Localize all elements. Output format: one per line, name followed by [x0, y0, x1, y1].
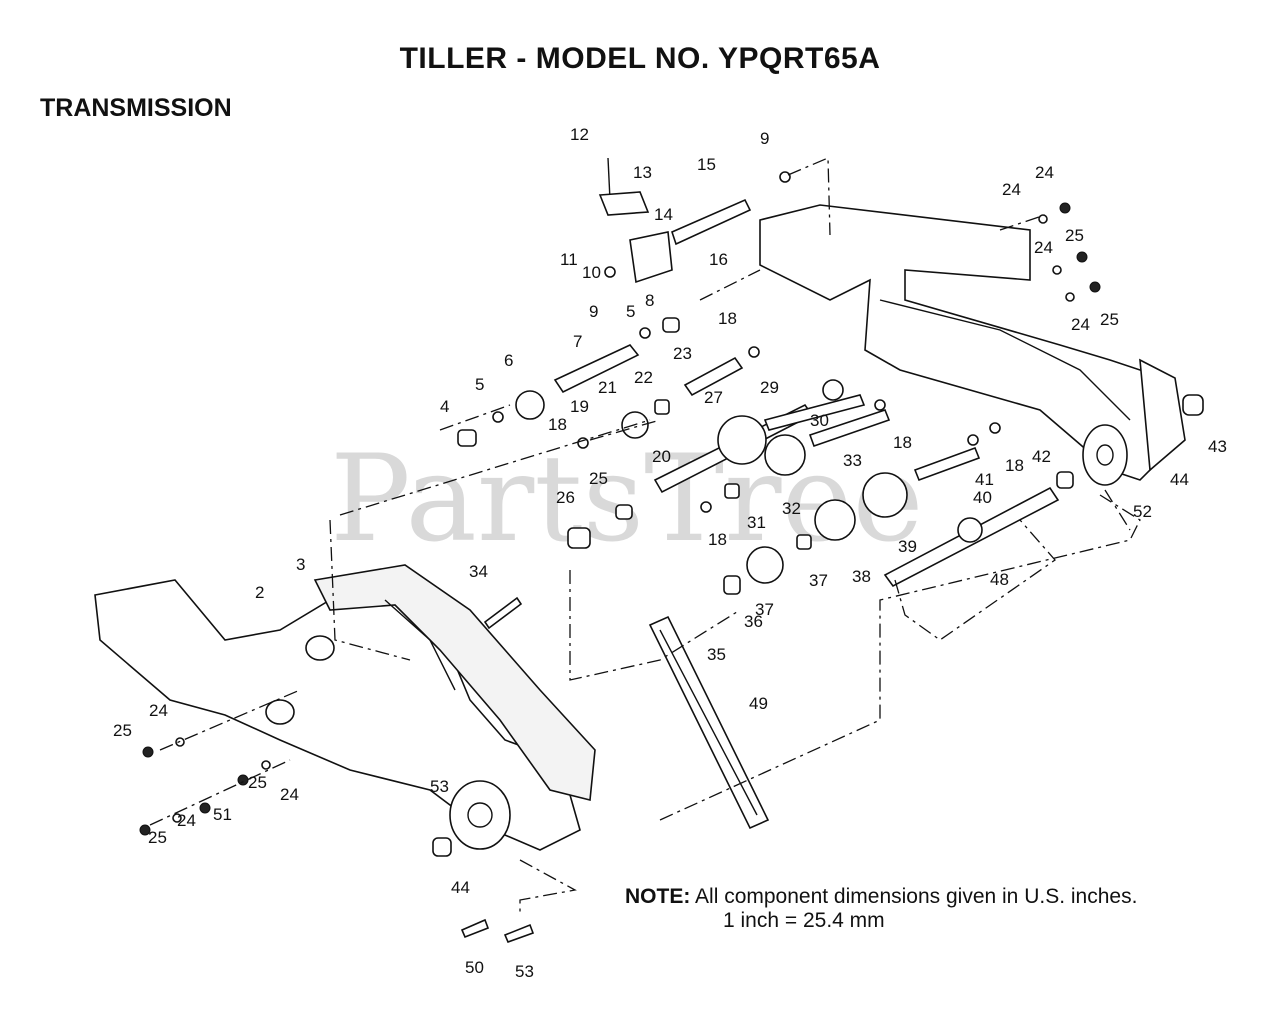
- shafts-and-gears: [432, 317, 1204, 857]
- callout: 53: [515, 962, 534, 981]
- callout: 50: [465, 958, 484, 977]
- callout: 44: [1170, 470, 1189, 489]
- callout: 16: [709, 250, 728, 269]
- callout: 34: [469, 562, 488, 581]
- callout: 39: [898, 537, 917, 556]
- callout: 44: [451, 878, 470, 897]
- callout: 24: [280, 785, 299, 804]
- right-housing-half: [759, 204, 1186, 486]
- callout: 10: [582, 263, 601, 282]
- callout: 5: [626, 302, 635, 321]
- callout: 20: [652, 447, 671, 466]
- callout: 25: [589, 469, 608, 488]
- section-heading: TRANSMISSION: [40, 94, 232, 122]
- callout: 40: [973, 488, 992, 507]
- callout: 25: [1100, 310, 1119, 329]
- callout: 30: [810, 411, 829, 430]
- shift-lever-assembly: [598, 157, 791, 284]
- callout: 49: [749, 694, 768, 713]
- callout: 41: [975, 470, 994, 489]
- callout: 2: [255, 583, 264, 602]
- callout: 22: [634, 368, 653, 387]
- callout: 25: [1065, 226, 1084, 245]
- callout: 43: [1208, 437, 1227, 456]
- callout: 9: [589, 302, 598, 321]
- callout: 26: [556, 488, 575, 507]
- callout: 24: [177, 811, 196, 830]
- callout: 6: [504, 351, 513, 370]
- callout: 31: [747, 513, 766, 532]
- callout: 12: [570, 125, 589, 144]
- callout: 8: [645, 291, 654, 310]
- callout: 24: [149, 701, 168, 720]
- callout: 15: [697, 155, 716, 174]
- note-label: NOTE:: [625, 885, 691, 908]
- callout: 11: [560, 250, 578, 269]
- callout: 33: [843, 451, 862, 470]
- callout: 35: [707, 645, 726, 664]
- callout: 7: [573, 332, 582, 351]
- assembly-lines: [149, 157, 1141, 915]
- callout: 24: [1035, 163, 1054, 182]
- callout: 36: [744, 612, 763, 631]
- callout: 42: [1032, 447, 1051, 466]
- callout: 23: [673, 344, 692, 363]
- callout: 51: [213, 805, 232, 824]
- callout: 21: [598, 378, 617, 397]
- note-line-2: 1 inch = 25.4 mm: [723, 909, 885, 932]
- note-block: NOTE: All component dimensions given in …: [625, 885, 1137, 933]
- callout-numbers: 2 3 4 5 5 6 7 8 9 9 10 11 12 13 14 15 16…: [113, 125, 1227, 981]
- callout: 37: [809, 571, 828, 590]
- callout: 32: [782, 499, 801, 518]
- callout: 19: [570, 397, 589, 416]
- callout: 24: [1002, 180, 1021, 199]
- left-housing-half: [94, 564, 596, 851]
- callout: 14: [654, 205, 673, 224]
- callout: 25: [148, 828, 167, 847]
- callout: 18: [893, 433, 912, 452]
- callout: 18: [1005, 456, 1024, 475]
- callout: 24: [1071, 315, 1090, 334]
- callout: 3: [296, 555, 305, 574]
- callout: 18: [548, 415, 567, 434]
- callout: 53: [430, 777, 449, 796]
- callout: 18: [708, 530, 727, 549]
- callout: 9: [760, 129, 769, 148]
- note-line-1: All component dimensions given in U.S. i…: [695, 885, 1138, 908]
- callout: 13: [633, 163, 652, 182]
- callout: 27: [704, 388, 723, 407]
- callout: 24: [1034, 238, 1053, 257]
- callout: 48: [990, 570, 1009, 589]
- diagram-title: TILLER - MODEL NO. YPQRT65A: [399, 42, 881, 75]
- callout: 38: [852, 567, 871, 586]
- callout: 5: [475, 375, 484, 394]
- callout: 52: [1133, 502, 1152, 521]
- callout: 4: [440, 397, 449, 416]
- callout: 25: [248, 773, 267, 792]
- callout: 37: [755, 600, 774, 619]
- watermark: PartsTree: [330, 430, 924, 569]
- callout: 25: [113, 721, 132, 740]
- callout: 29: [760, 378, 779, 397]
- callout: 18: [718, 309, 737, 328]
- fasteners: [139, 202, 1101, 944]
